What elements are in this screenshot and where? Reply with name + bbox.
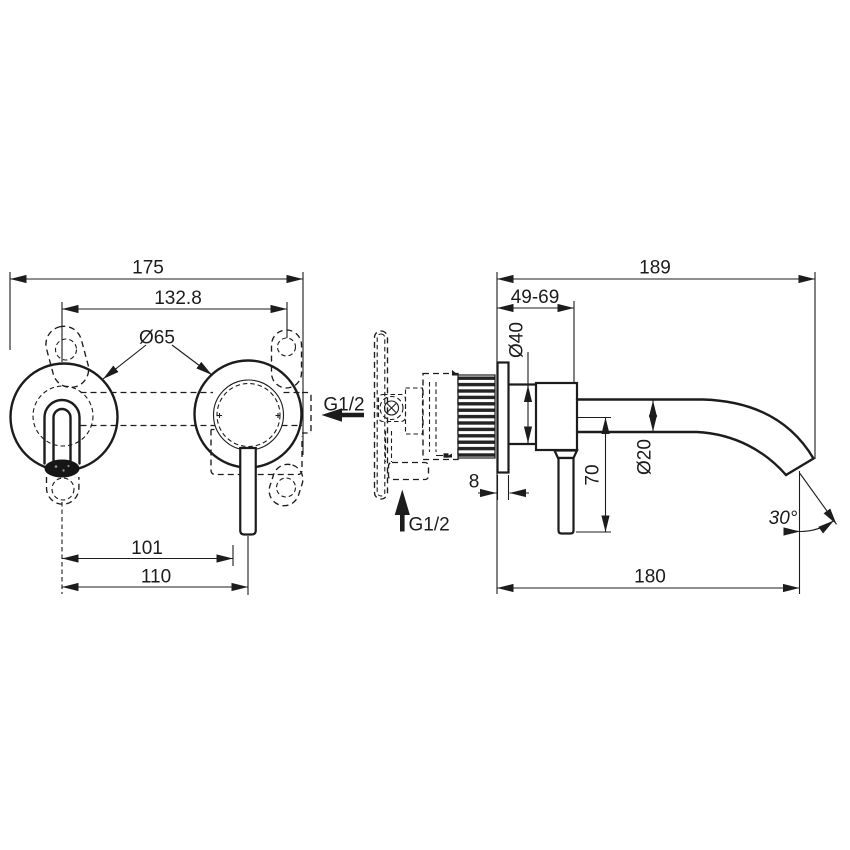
dim-label-spout-diameter: Ø20 xyxy=(635,439,656,475)
spout-hidden-collar xyxy=(32,385,94,447)
dim-body-diameter: Ø40 xyxy=(507,322,533,445)
dim-label-axis-distance: 110 xyxy=(141,567,171,588)
dim-label-rosette-diameter: Ø65 xyxy=(139,328,175,349)
concealed-body-hidden-edges xyxy=(80,391,312,476)
dim-spout-diameter: Ø20 xyxy=(635,400,658,475)
dim-label-spout-reach: 180 xyxy=(634,567,666,588)
dim-total-depth: 189 xyxy=(496,258,816,594)
dim-spout-to-lever: 101 110 xyxy=(61,502,249,595)
dim-label-body-diameter: Ø40 xyxy=(507,322,528,358)
fixing-hole-top-right xyxy=(276,337,297,357)
dim-label-fixing-centers: 132.8 xyxy=(154,288,202,309)
spout-rosette xyxy=(9,362,119,472)
threaded-rough-in-body xyxy=(457,374,496,459)
valve-screw xyxy=(383,400,400,416)
dim-rosette-offset: 8 xyxy=(469,472,529,500)
body-cylinder xyxy=(507,383,538,446)
dim-label-overall-width: 175 xyxy=(132,258,164,279)
spout-side xyxy=(575,398,815,477)
mixer-housing-side xyxy=(534,381,579,452)
cartridge-hidden-ring xyxy=(216,382,281,448)
fixing-hole-top-left xyxy=(54,338,78,361)
dim-label-total-depth: 189 xyxy=(639,258,671,279)
concealed-valve-side-view xyxy=(373,330,496,500)
inlet-thread-label: G1/2 xyxy=(409,515,450,536)
fixing-hole-bottom-left xyxy=(51,477,75,501)
connection-callouts: G1/2 G1/2 xyxy=(321,395,450,536)
outlet-thread-label: G1/2 xyxy=(323,395,364,416)
mounting-tab-top-left xyxy=(45,325,90,389)
dim-spout-angle: 30° xyxy=(769,473,837,536)
spout-front xyxy=(43,398,81,478)
alignment-marks xyxy=(217,413,281,418)
label-rosette-diameter: Ø65 xyxy=(102,328,213,380)
mounting-tab-top-right xyxy=(270,329,303,389)
spout-outlet-face xyxy=(784,457,815,477)
dim-label-lever-drop: 70 xyxy=(583,464,604,485)
dim-lever-drop: 70 xyxy=(576,416,611,533)
dim-spout-reach: 180 xyxy=(497,471,801,594)
cartridge-ring xyxy=(212,379,285,451)
outlet-direction-arrow xyxy=(321,408,342,422)
front-view: 175 132.8 Ø65 101 110 xyxy=(9,258,312,595)
mounting-tab-bottom-left xyxy=(45,477,80,505)
dim-label-rosette-offset: 8 xyxy=(469,472,480,493)
spout-outlet xyxy=(44,459,80,478)
dim-overall-width: 175 xyxy=(9,258,304,455)
dim-label-spout-angle: 30° xyxy=(769,508,798,529)
side-view: 189 49-69 Ø40 8 Ø20 70 xyxy=(469,258,837,594)
dim-label-spout-to-lever: 101 xyxy=(131,538,163,559)
wall-rosette-side xyxy=(496,361,510,474)
dim-label-built-in-depth: 49-69 xyxy=(511,287,560,308)
dim-fixing-centers: 132.8 xyxy=(61,288,288,362)
handle-lever-front xyxy=(239,446,257,536)
dim-built-in-depth: 49-69 xyxy=(497,287,575,382)
handle-lever-side xyxy=(552,449,579,535)
inlet-direction-arrow xyxy=(394,489,410,515)
mounting-tab-bottom-right xyxy=(268,463,304,507)
fixing-hole-bottom-right xyxy=(275,477,297,498)
